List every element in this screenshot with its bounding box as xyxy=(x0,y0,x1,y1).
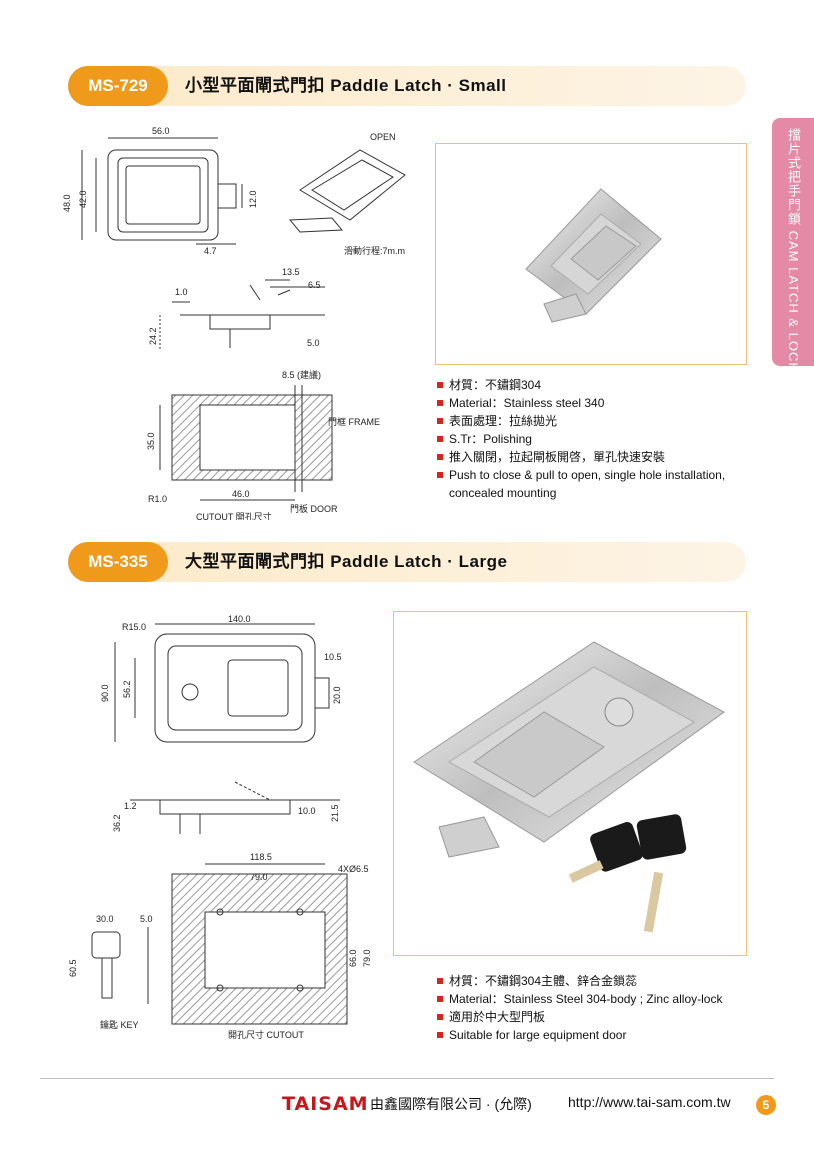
section-title: 小型平面閘式門扣 Paddle Latch · Small xyxy=(185,76,507,95)
company-url[interactable]: http://www.tai-sam.com.tw xyxy=(568,1094,731,1110)
dim-13-5: 13.5 xyxy=(282,267,300,277)
dim-10-5: 10.5 xyxy=(324,652,342,662)
dim-holes: 4XØ6.5 xyxy=(338,864,369,874)
spec-item: 材質：不鏽鋼304 xyxy=(437,376,725,394)
spec-item: 表面處理：拉絲拋光 xyxy=(437,412,725,430)
section-banner-ms335: MS-335 大型平面閘式門扣 Paddle Latch · Large xyxy=(68,542,746,582)
label-cutout: CUTOUT 開孔尺寸 xyxy=(196,511,272,520)
dim-5-0: 5.0 xyxy=(307,338,320,348)
dim-height-outer: 48.0 xyxy=(62,194,72,212)
model-code: MS-729 xyxy=(68,66,168,106)
dim-height-inner: 42.0 xyxy=(78,190,88,208)
section-title: 大型平面閘式門扣 Paddle Latch · Large xyxy=(185,552,508,571)
dim-79-v: 79.0 xyxy=(362,949,372,967)
dim-35-0: 35.0 xyxy=(146,432,156,450)
latch-image-small xyxy=(525,188,662,323)
ms335-drawings: R15.0 140.0 90.0 56.2 10.5 20.0 1.2 36.2… xyxy=(68,614,372,1040)
dim-6-5: 6.5 xyxy=(308,280,321,290)
spec-item: 推入關閉，拉起閘板開啓，單孔快速安裝 xyxy=(437,448,725,466)
company-name: 由鑫國際有限公司 · (允際) xyxy=(370,1096,532,1112)
spec-item: 材質：不鏽鋼304主體、鋅合金鎖蕊 xyxy=(437,972,722,990)
ms729-drawings: 56.0 48.0 42.0 12.0 4.7 OPEN 滑動行程:7m.m 1… xyxy=(62,126,406,520)
dim-8-5: 8.5 (建議) xyxy=(282,369,321,380)
label-travel: 滑動行程:7m.m xyxy=(344,245,405,256)
spec-item: Material：Stainless Steel 304-body ; Zinc… xyxy=(437,990,722,1008)
dim-1-2: 1.2 xyxy=(124,801,137,811)
dim-90: 90.0 xyxy=(100,684,110,702)
company-logo: TAISAM xyxy=(282,1093,369,1115)
dim-46-0: 46.0 xyxy=(232,489,250,499)
spec-item: Push to close & pull to open, single hol… xyxy=(437,466,725,484)
dim-36-2: 36.2 xyxy=(112,814,122,832)
spec-item: 適用於中大型門板 xyxy=(437,1008,722,1026)
dim-118-5: 118.5 xyxy=(250,852,272,862)
dim-21-5: 21.5 xyxy=(330,804,340,822)
page-number: 5 xyxy=(756,1095,776,1115)
product-photo-ms729 xyxy=(435,143,747,365)
dim-r1: R1.0 xyxy=(148,494,167,504)
product-photo-ms335 xyxy=(393,611,747,956)
dim-140: 140.0 xyxy=(228,614,251,624)
spec-item: Material：Stainless steel 340 xyxy=(437,394,725,412)
dim-79: 79.0 xyxy=(250,872,268,882)
footer-divider xyxy=(40,1078,774,1079)
label-key: 鑰匙 KEY xyxy=(100,1019,139,1030)
latch-image-large xyxy=(413,641,725,933)
dim-66: 66.0 xyxy=(348,949,358,967)
label-door: 門板 DOOR xyxy=(290,503,338,514)
dim-tab-height: 12.0 xyxy=(248,190,258,208)
label-cutout: 開孔尺寸 CUTOUT xyxy=(228,1029,304,1040)
dim-width: 56.0 xyxy=(152,126,170,136)
dim-tab-width: 4.7 xyxy=(204,246,217,256)
spec-item: Suitable for large equipment door xyxy=(437,1026,722,1044)
dim-key-30: 30.0 xyxy=(96,914,114,924)
side-tab-label: 擋片式把手門鎖 CAM LATCH & LOCK xyxy=(786,128,801,373)
section-banner-ms729: MS-729 小型平面閘式門扣 Paddle Latch · Small xyxy=(68,66,746,106)
specs-ms335: 材質：不鏽鋼304主體、鋅合金鎖蕊 Material：Stainless Ste… xyxy=(437,972,722,1044)
label-open: OPEN xyxy=(370,132,396,142)
dim-20: 20.0 xyxy=(332,686,342,704)
dim-key-5: 5.0 xyxy=(140,914,153,924)
label-frame: 門框 FRAME xyxy=(328,416,380,427)
specs-ms729: 材質：不鏽鋼304 Material：Stainless steel 340 表… xyxy=(437,376,725,502)
dim-key-60-5: 60.5 xyxy=(68,959,78,977)
dim-24-2: 24.2 xyxy=(148,327,158,345)
dim-1-0: 1.0 xyxy=(175,287,188,297)
model-code: MS-335 xyxy=(68,542,168,582)
dim-10: 10.0 xyxy=(298,806,316,816)
dim-56-2: 56.2 xyxy=(122,680,132,698)
side-category-tab: 擋片式把手門鎖 CAM LATCH & LOCK xyxy=(772,118,814,372)
spec-item: S.Tr：Polishing xyxy=(437,430,725,448)
dim-r15: R15.0 xyxy=(122,622,146,632)
spec-item-continued: concealed mounting xyxy=(449,486,557,500)
